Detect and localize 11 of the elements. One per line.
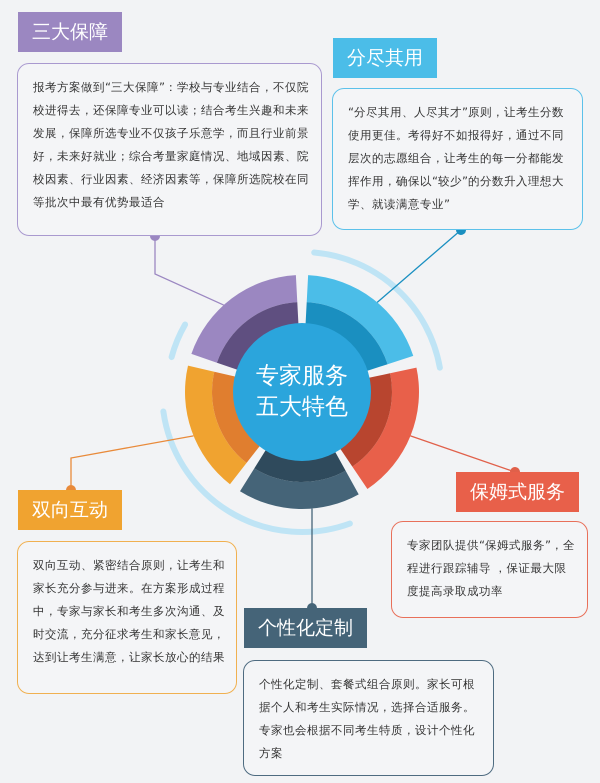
heading-tab: 个性化定制	[244, 608, 367, 648]
description-card: 专家团队提供“保姆式服务”，全程进行跟踪辅导 ，保证最大限度提高录取成功率	[391, 521, 588, 618]
description-card: 双向互动、紧密结合原则，让考生和家长充分参与进来。在方案形成过程中，专家与家长和考生多次沟通、及时交流，充分征求考生和家长意见，达到让考生满意，让家长放心的结果	[17, 541, 237, 694]
center-title: 专家服务五大特色	[255, 362, 349, 422]
heading-tab: 保姆式服务	[456, 472, 579, 512]
heading-tab: 双向互动	[18, 490, 122, 530]
description-card: 报考方案做到“三大保障”：学校与专业结合，不仅院校进得去，还保障专业可以读；结合考生兴趣和未来发展，保障所选专业不仅孩子乐意学，而且行业前景好，未来好就业；综合考量家庭情况、地域因素、院校因素、行业因素、经济因素等，保障所选院校在同等批次中最有优势最适合	[17, 63, 322, 236]
heading-tab: 三大保障	[18, 12, 122, 52]
description-card: 个性化定制、套餐式组合原则。家长可根据个人和考生实际情况，选择合适服务。专家也会根据不同考生特质，设计个性化方案	[243, 660, 494, 776]
heading-tab: 分尽其用	[333, 38, 437, 78]
description-card: “分尽其用、人尽其才”原则，让考生分数使用更佳。考得好不如报得好，通过不同层次的志愿组合，让考生的每一分都能发挥作用，确保以“较少”的分数升入理想大学、就读满意专业”	[332, 88, 583, 230]
